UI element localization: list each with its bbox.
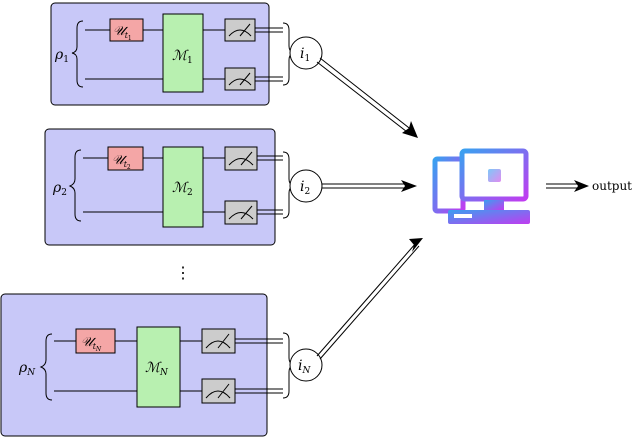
measurement-label-n: ℳN	[145, 360, 169, 378]
measurement-block-n	[136, 326, 181, 408]
circuit-panel-1: ρ1 𝒰t1 ℳ1 i1	[50, 2, 323, 106]
outcome-label-n: iN	[298, 358, 311, 376]
arrow-1-to-computer	[316, 57, 418, 138]
measurement-block-1	[162, 13, 204, 93]
meter-icon	[224, 200, 258, 225]
outcome-label-2: i2	[300, 179, 310, 197]
output-arrow	[546, 180, 589, 192]
output-label: output	[592, 179, 632, 193]
unitary-gate-n	[75, 328, 116, 354]
meter-icon	[224, 18, 256, 42]
computer-icon	[432, 148, 530, 224]
measurement-label-2: ℳ2	[172, 180, 193, 198]
rho-label-n: ρN	[18, 360, 36, 378]
measurement-label-1: ℳ1	[172, 48, 193, 66]
meter-icon	[224, 67, 256, 91]
vertical-ellipsis: ⋮	[175, 263, 191, 282]
measurement-block-2	[162, 146, 204, 228]
outcome-label-1: i1	[300, 46, 310, 64]
rho-label-1: ρ1	[54, 47, 69, 65]
outcome-node-n	[289, 348, 323, 382]
outcome-node-1	[289, 36, 323, 70]
meter-icon	[201, 328, 236, 354]
meter-icon	[201, 378, 236, 404]
meter-icon	[224, 146, 258, 171]
outcome-node-2	[289, 169, 323, 203]
rho-label-2: ρ2	[52, 180, 67, 198]
arrow-n-to-computer	[316, 238, 423, 360]
circuit-panel-n: ρN 𝒰tN ℳN iN	[0, 293, 323, 437]
circuit-panel-2: ρ2 𝒰t2 ℳ2 i2	[44, 128, 323, 246]
unitary-gate-1	[109, 18, 144, 42]
arrow-2-to-computer	[322, 180, 417, 192]
unitary-gate-2	[107, 146, 144, 171]
